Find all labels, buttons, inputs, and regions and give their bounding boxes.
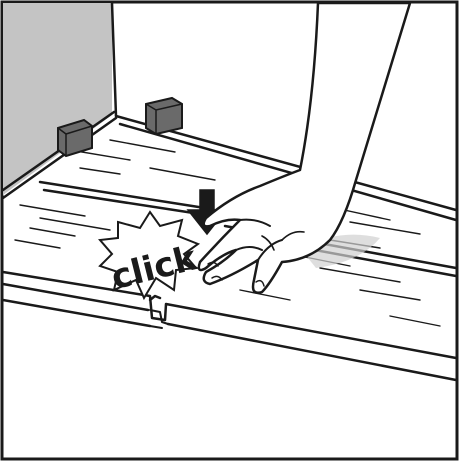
spacer-block-left (58, 120, 92, 156)
spacer-block-right (146, 98, 182, 134)
